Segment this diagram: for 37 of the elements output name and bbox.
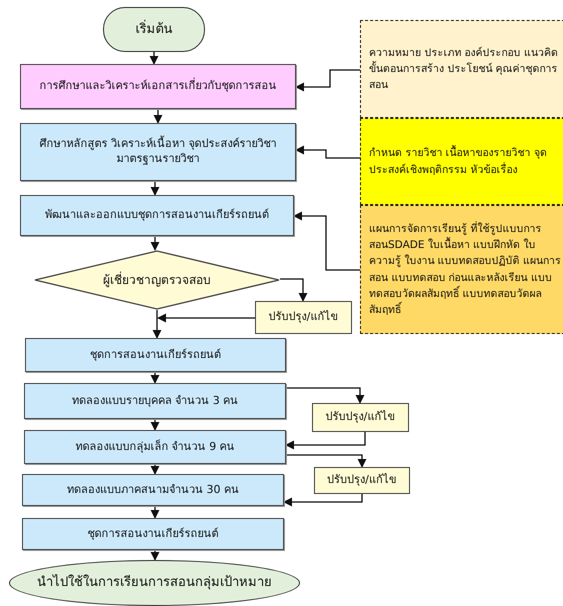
arrow [286, 454, 367, 468]
arrow [286, 387, 365, 404]
decision-diamond [34, 250, 280, 310]
start-terminal: เริ่มต้น [103, 7, 205, 52]
revision-box: ปรับปรุง/แก้ไข [312, 403, 409, 432]
end-terminal: นำไปใช้ในการเรียนการสอนกลุ่มเป้าหมาย [9, 560, 300, 606]
arrow [285, 432, 366, 450]
decision-text: ผู้เชี่ยวชาญตรวจสอบ [103, 272, 211, 288]
revision-box: ปรับปรุง/แก้ไข [314, 467, 410, 494]
process-box: ศึกษาหลักสูตร วิเคราะห์เนื้อหา จุดประสงค์รายวิชา มาตรฐานรายวิชา [20, 123, 296, 181]
arrow [150, 419, 160, 431]
arrow [295, 69, 360, 92]
process-box: การศึกษาและวิเคราะห์เอกสารเกี่ยวกับชุดการสอน [20, 64, 296, 109]
note-box: แผนการจัดการเรียนรู้ ที่ใช้รูปแบบการสอนSDADE ใบเนื้อหา แบบฝึกหัด ใบความรู้ ใบงาน แบบทดสอบปฏิบัติ แผนการสอน แบบทดสอบ ก่อนและหลังเรียน แบบทดสอบวัดผลสัมฤทธิ์ แบบทดสอบวัดผลสัมฤทธิ์ [360, 205, 563, 334]
arrow [150, 464, 160, 475]
note-box: กำหนด รายวิชา เนื้อหาของรายวิชา จุดประสงค์เชิงพฤติกรรม หัวข้อเรื่อง [360, 118, 563, 205]
process-box: ชุดการสอนงานเกียร์รถยนต์ [25, 338, 286, 372]
arrow [153, 109, 163, 124]
process-box: ทดลองแบบกลุ่มเล็ก จำนวน 9 คน [24, 430, 286, 464]
arrow [157, 313, 255, 323]
arrow [150, 372, 160, 384]
arrow [280, 278, 308, 302]
arrow [152, 310, 162, 339]
arrow [295, 145, 360, 159]
arrow [150, 181, 160, 196]
arrow [149, 52, 159, 65]
note-box: ความหมาย ประเภท องค์ประกอบ แนวคิด ขั้นตอนการสร้าง ประโยชน์ คุณค่าชุดการสอน [360, 20, 563, 118]
revision-box: ปรับปรุง/แก้ไข [255, 301, 352, 334]
arrow [283, 494, 363, 507]
process-box: ทดลองแบบภาคสนามจำนวน 30 คน [22, 474, 284, 506]
arrow [150, 236, 160, 251]
arrow [293, 211, 360, 271]
arrow [150, 506, 160, 519]
process-box: ชุดการสอนงานเกียร์รถยนต์ [22, 518, 284, 550]
arrow [150, 550, 160, 561]
process-box: พัฒนาและออกแบบชุดการสอนงานเกียร์รถยนต์ [20, 195, 294, 236]
process-box: ทดลองแบบรายบุคคล จำนวน 3 คน [24, 383, 286, 419]
